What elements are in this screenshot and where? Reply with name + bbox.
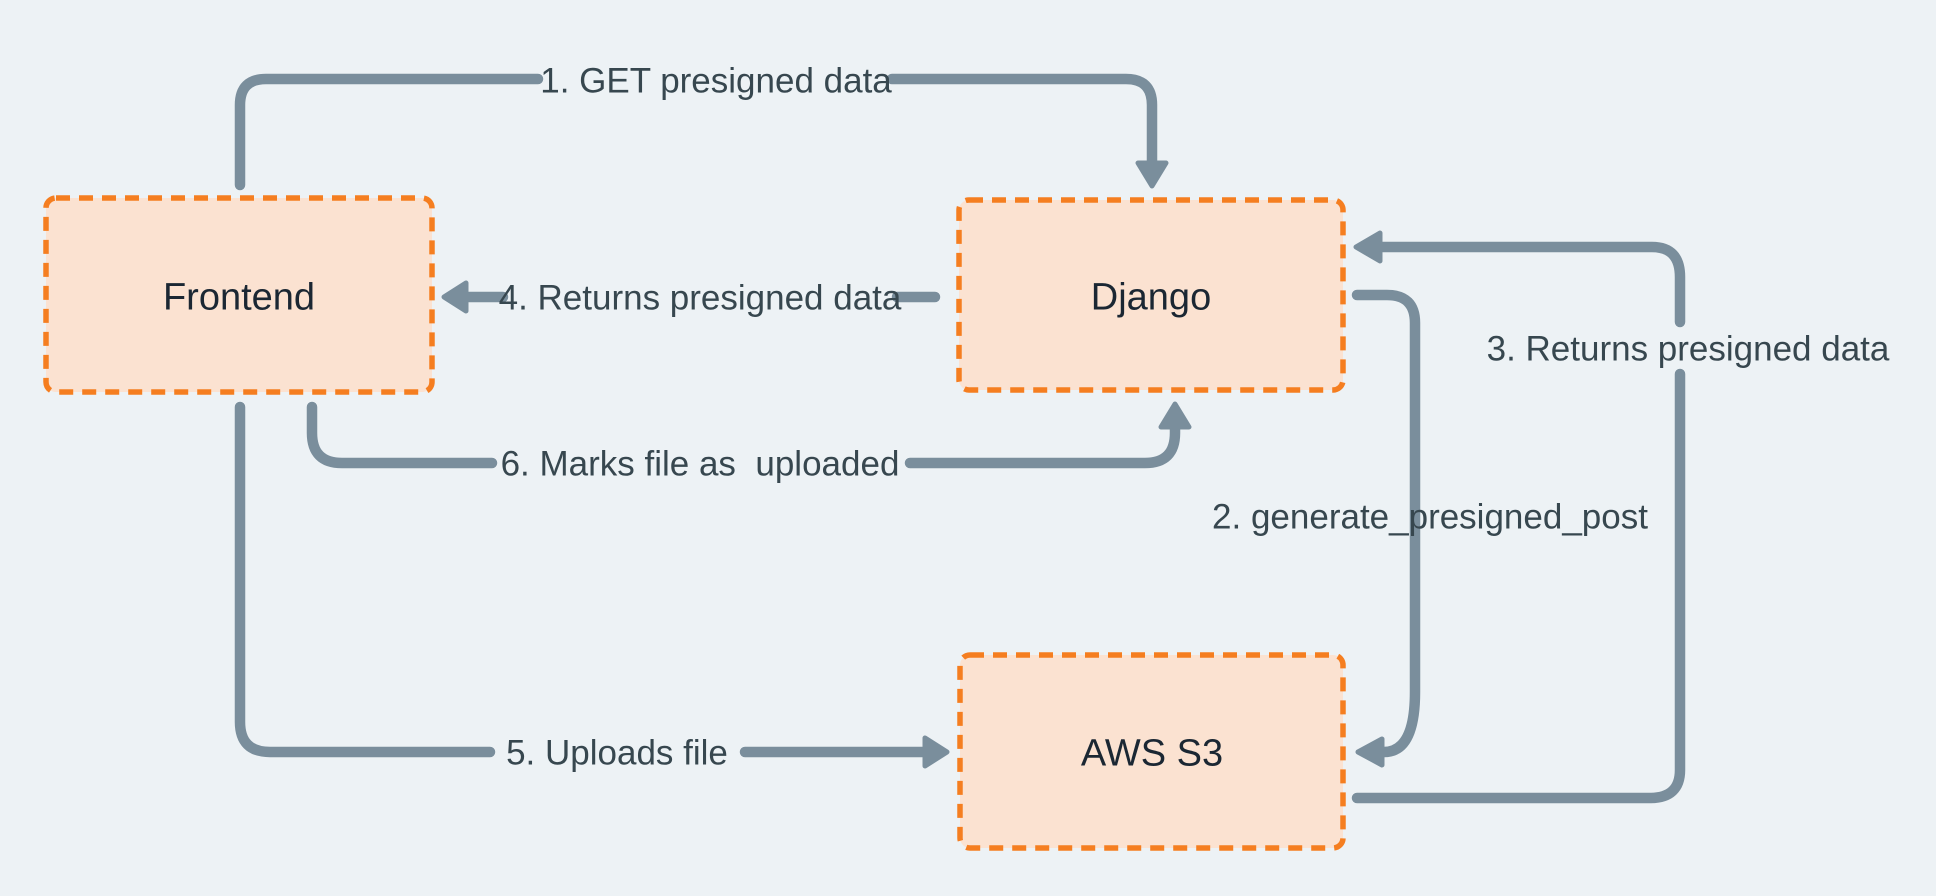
edge-5-arrow-head: [922, 735, 950, 769]
edge-6-line-start: [306, 401, 498, 469]
edge-6-arrow-head: [1158, 401, 1192, 430]
edge-1-arrow-head: [1135, 160, 1169, 189]
node-django: Django: [956, 197, 1346, 393]
edge-4-returns-presigned-data: 4. Returns presigned data: [441, 278, 941, 317]
node-frontend-box: [43, 195, 435, 395]
edge-1-label: 1. GET presigned data: [540, 61, 892, 100]
edge-5-uploads-file: 5. Uploads file: [234, 401, 950, 772]
edge-1-get-presigned-data: 1. GET presigned data: [234, 61, 1169, 191]
edge-3-label: 3. Returns presigned data: [1487, 329, 1890, 368]
edge-2-arrow-head: [1355, 736, 1385, 768]
edge-2-line: [1351, 289, 1421, 758]
node-django-box: [956, 197, 1346, 393]
edge-6-line-end: [904, 422, 1181, 469]
node-aws-s3-box: [957, 652, 1346, 851]
edge-6-label: 6. Marks file as uploaded: [501, 444, 900, 483]
edge-4-label: 4. Returns presigned data: [499, 278, 902, 317]
node-aws-s3: AWS S3: [957, 652, 1346, 851]
edge-6-marks-file-uploaded: 6. Marks file as uploaded: [306, 401, 1192, 483]
node-frontend-label: Frontend: [163, 276, 315, 318]
edge-1-line-end: [886, 73, 1158, 168]
edge-5-label: 5. Uploads file: [506, 733, 728, 772]
edge-3-line-start: [1351, 368, 1686, 804]
edge-2-label: 2. generate_presigned_post: [1212, 497, 1648, 536]
edge-3-returns-presigned-data: 3. Returns presigned data: [1351, 230, 1890, 804]
edge-2-generate-presigned-post: 2. generate_presigned_post: [1212, 289, 1648, 768]
node-frontend: Frontend: [43, 195, 435, 395]
edge-5-line-start: [234, 401, 496, 758]
node-django-label: Django: [1091, 276, 1211, 318]
edge-1-line-start: [234, 73, 544, 191]
edge-3-line-end: [1372, 241, 1686, 328]
node-aws-s3-label: AWS S3: [1081, 732, 1223, 774]
edge-3-arrow-head: [1353, 230, 1383, 264]
edge-4-arrow-head: [441, 280, 469, 314]
